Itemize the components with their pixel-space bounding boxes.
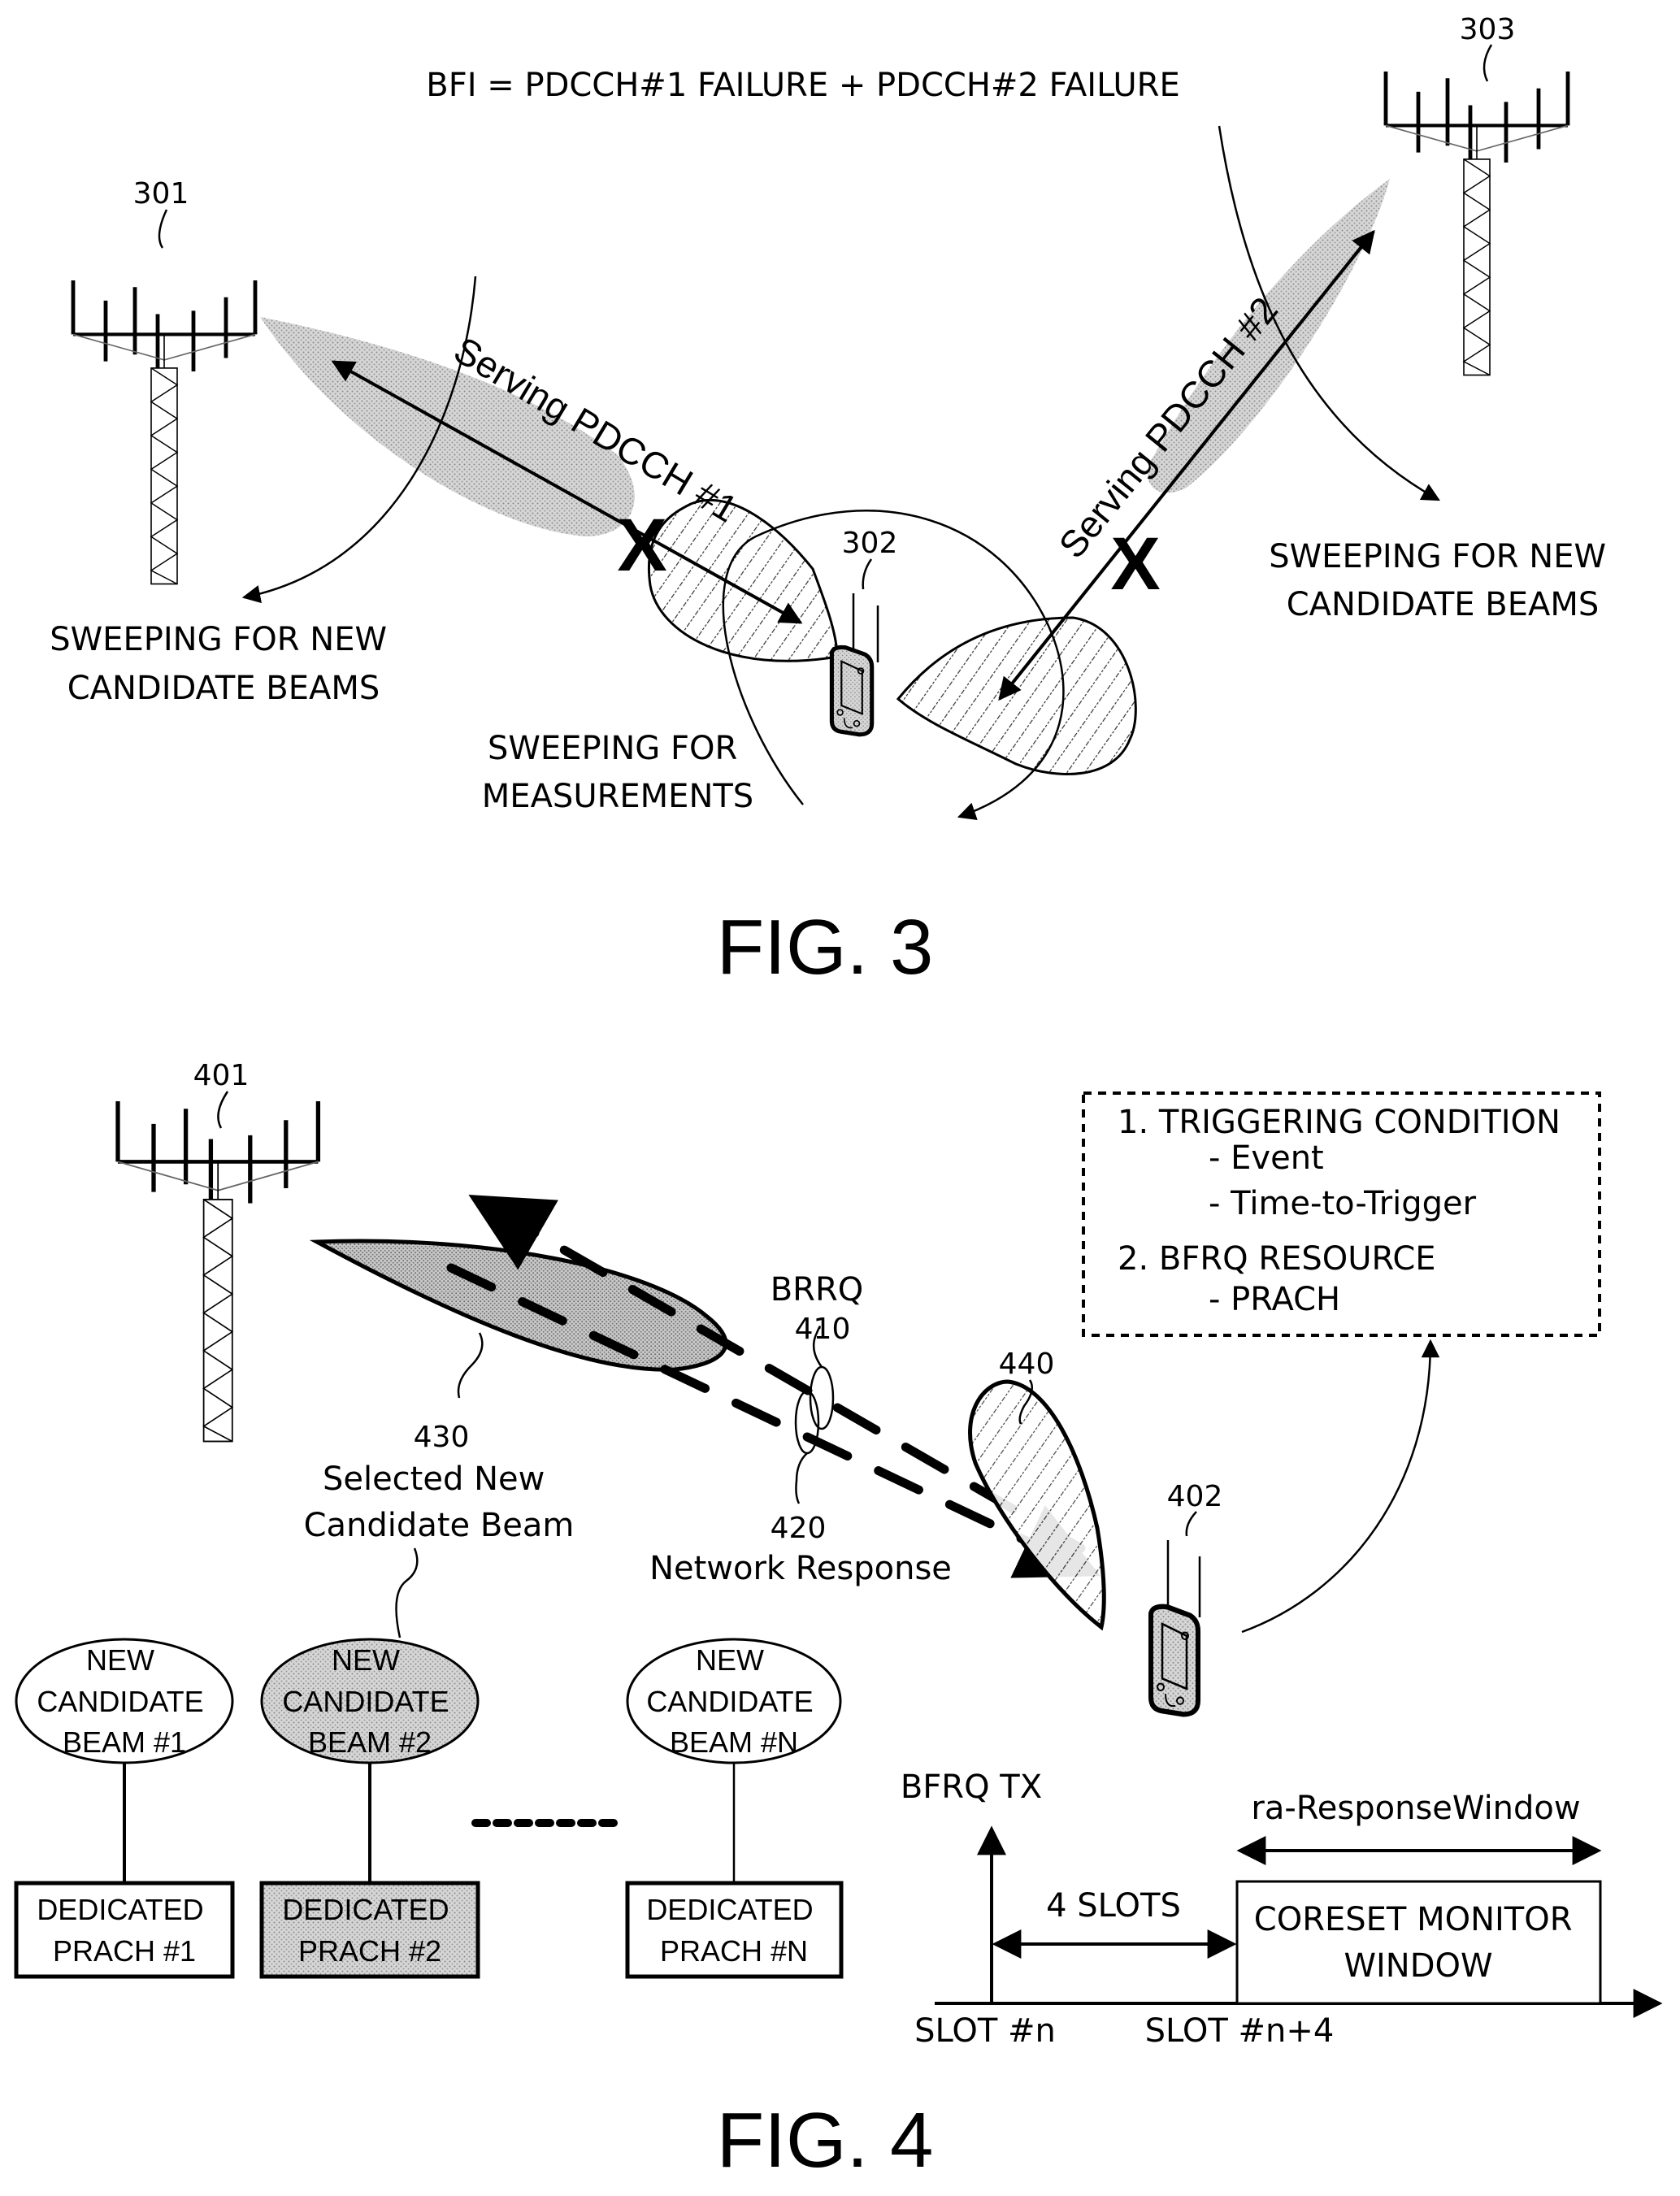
ref-410: 410 [795,1313,851,1346]
tower-icon [1386,72,1568,375]
failure-x-2: X [1110,523,1160,605]
pdcch-link-2-label: Serving PDCCH #2 [1050,289,1286,566]
base-station-301: 301 [73,177,255,584]
selected-beam-label: Selected New Candidate Beam [304,1460,575,1544]
slot-n-label: SLOT #n [914,2012,1056,2050]
info-item-1-sub-1: - Event [1209,1139,1324,1177]
tower-icon [118,1101,318,1442]
ref-301: 301 [133,177,189,210]
leader-301 [159,210,167,248]
ref-303: 303 [1460,13,1516,46]
candidate-n: NEW CANDIDATE BEAM #N DEDICATED PRACH #N [627,1639,841,1977]
candidate-1: NEW CANDIDATE BEAM #1 DEDICATED PRACH #1 [16,1639,232,1977]
ue-402: 402 [1151,1480,1222,1714]
info-item-2-sub-1: - PRACH [1209,1281,1340,1318]
sweep-label-ue: SWEEPING FOR MEASUREMENTS [482,730,753,815]
info-item-1: 1. TRIGGERING CONDITION [1118,1104,1561,1141]
leader-303 [1484,45,1491,81]
timing-diagram: BFRQ TX 4 SLOTS CORESET MONITOR WINDOW r… [901,1769,1660,2050]
bfrq-tx-label: BFRQ TX [901,1769,1042,1806]
fig3: BFI = PDCCH#1 FAILURE + PDCCH#2 FAILURE … [50,13,1617,991]
ref-430: 430 [414,1421,470,1454]
phone-icon [831,647,871,734]
candidate-2-selected: NEW CANDIDATE BEAM #2 DEDICATED PRACH #2 [262,1639,478,1977]
gap-label: 4 SLOTS [1046,1887,1181,1925]
response-window-label: ra-ResponseWindow [1251,1790,1580,1827]
fig4: 401 BRRQ 410 420 Network Response 440 43… [16,1059,1660,2184]
ue-beam-440 [970,1382,1105,1627]
failure-x-1: X [617,504,666,587]
phone-icon [1151,1607,1198,1715]
fig4-caption: FIG. 4 [717,2097,934,2184]
trigger-arrow [1242,1341,1430,1632]
info-item-2: 2. BFRQ RESOURCE [1118,1240,1436,1278]
sweep-label-right: SWEEPING FOR NEW CANDIDATE BEAMS [1269,538,1617,623]
brrq-label: BRRQ [771,1271,864,1308]
ref-401: 401 [193,1059,250,1092]
ref-402: 402 [1167,1480,1223,1513]
ue-beam-2 [898,618,1135,774]
fig3-caption: FIG. 3 [717,904,934,991]
slot-n4-label: SLOT #n+4 [1145,2012,1335,2050]
tower-icon [73,280,255,584]
base-station-303: 303 [1386,13,1568,375]
pdcch-link-2 [1000,232,1374,699]
ue-302: 302 [831,527,897,735]
ref-420: 420 [771,1512,827,1545]
bfi-equation: BFI = PDCCH#1 FAILURE + PDCCH#2 FAILURE [426,67,1179,104]
network-response-label: Network Response [649,1550,952,1587]
coreset-monitor-window [1237,1881,1600,2003]
ue-beam-1 [649,500,837,661]
base-station-401: 401 [118,1059,318,1442]
info-item-1-sub-2: - Time-to-Trigger [1209,1185,1477,1222]
ref-440: 440 [999,1348,1055,1381]
ref-302: 302 [842,527,898,560]
sweep-label-left: SWEEPING FOR NEW CANDIDATE BEAMS [50,621,397,707]
